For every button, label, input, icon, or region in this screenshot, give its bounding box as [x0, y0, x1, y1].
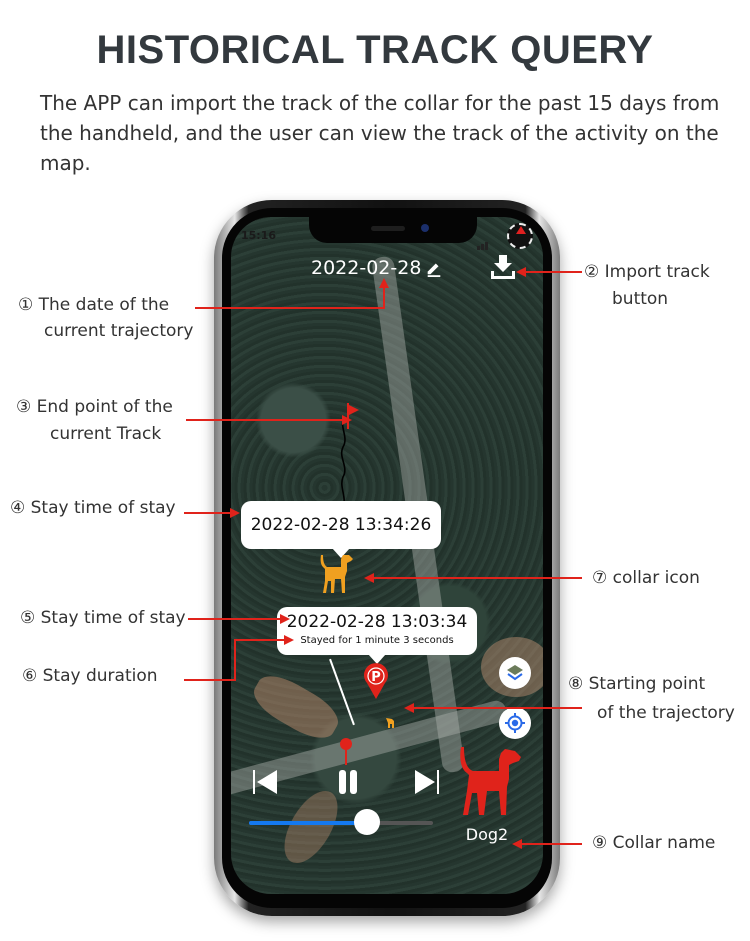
collar-dog-icon[interactable] [315, 551, 355, 597]
annotation-4-line [184, 512, 232, 514]
end-datetime: 2022-02-28 13:34:26 [250, 515, 432, 535]
stay-datetime: 2022-02-28 13:03:34 [286, 612, 468, 632]
phone-notch [309, 217, 477, 243]
annotation-6-arrow [284, 635, 294, 645]
next-button[interactable] [411, 767, 441, 797]
annotation-2-label-cont: button [612, 289, 669, 309]
pause-button[interactable] [333, 767, 363, 797]
annotation-3-label-cont: current Track [50, 424, 162, 444]
svg-text:P: P [371, 670, 381, 685]
map-screen[interactable]: 15:16 2022-02-28 2022-02-28 13:34:26 2 [231, 217, 543, 894]
annotation-5-label: ⑤ Stay time of stay [20, 608, 186, 628]
annotation-7-line [372, 577, 582, 579]
annotation-6-line [184, 679, 236, 681]
layers-icon [507, 665, 523, 681]
signal-icon [477, 231, 491, 250]
annotation-3-line [186, 419, 344, 421]
stay-duration: Stayed for 1 minute 3 seconds [300, 635, 454, 646]
import-track-button[interactable] [489, 255, 517, 281]
annotation-8-arrow [404, 703, 414, 713]
annotation-6-line [234, 639, 284, 641]
end-time-popup[interactable]: 2022-02-28 13:34:26 [241, 501, 441, 558]
crosshair-icon [505, 713, 525, 733]
status-time: 15:16 [241, 229, 277, 242]
page-description: The APP can import the track of the coll… [40, 91, 720, 175]
stay-popup[interactable]: 2022-02-28 13:03:34 Stayed for 1 minute … [277, 607, 477, 664]
track-date: 2022-02-28 [311, 257, 422, 279]
track-date-selector[interactable]: 2022-02-28 [311, 257, 443, 279]
annotation-2-label: ② Import track [584, 262, 710, 282]
annotation-1-label-cont: current trajectory [44, 321, 194, 341]
annotation-2-line [524, 271, 582, 273]
playback-slider[interactable] [249, 809, 433, 835]
slider-thumb[interactable] [353, 809, 380, 835]
map-layers-button[interactable] [499, 657, 531, 689]
compass-icon[interactable] [507, 223, 533, 249]
annotation-1-line [195, 307, 385, 309]
locate-button[interactable] [499, 707, 531, 739]
map-terrain [247, 667, 345, 747]
annotation-5-line [188, 618, 280, 620]
annotation-4-label: ④ Stay time of stay [10, 498, 176, 518]
annotation-9-label: ⑨ Collar name [592, 833, 716, 853]
annotation-3-label: ③ End point of the [16, 397, 173, 417]
edit-pencil-icon [428, 263, 441, 277]
previous-button[interactable] [251, 767, 281, 797]
annotation-7-label: ⑦ collar icon [592, 568, 700, 588]
annotation-4-arrow [230, 508, 240, 518]
page-title: HISTORICAL TRACK QUERY [96, 28, 654, 72]
track-path-end [340, 417, 346, 507]
location-pin-icon [340, 738, 352, 765]
annotation-8-label-cont: of the trajectory [597, 703, 735, 723]
annotation-1-line [383, 285, 385, 309]
slider-progress [249, 821, 367, 825]
annotation-5-arrow [280, 614, 290, 624]
annotation-1-label: ① The date of the [18, 295, 170, 315]
annotation-1-arrow [379, 278, 389, 288]
collar-dog-red-icon[interactable] [455, 745, 523, 821]
annotation-9-arrow [512, 839, 522, 849]
annotation-6-label: ⑥ Stay duration [22, 666, 158, 686]
parking-stay-pin-icon[interactable]: P [363, 663, 389, 699]
collar-name: Dog2 [465, 825, 509, 844]
annotation-9-line [520, 843, 582, 845]
annotation-2-arrow [516, 267, 526, 277]
phone-frame: 15:16 2022-02-28 2022-02-28 13:34:26 2 [214, 200, 560, 916]
annotation-3-arrow [342, 415, 352, 425]
playback-controls [251, 767, 441, 807]
annotation-7-arrow [364, 573, 374, 583]
annotation-8-label: ⑧ Starting point [568, 674, 706, 694]
annotation-6-line [234, 639, 236, 681]
annotation-8-line [412, 707, 582, 709]
start-point-dog-icon[interactable] [385, 717, 395, 729]
